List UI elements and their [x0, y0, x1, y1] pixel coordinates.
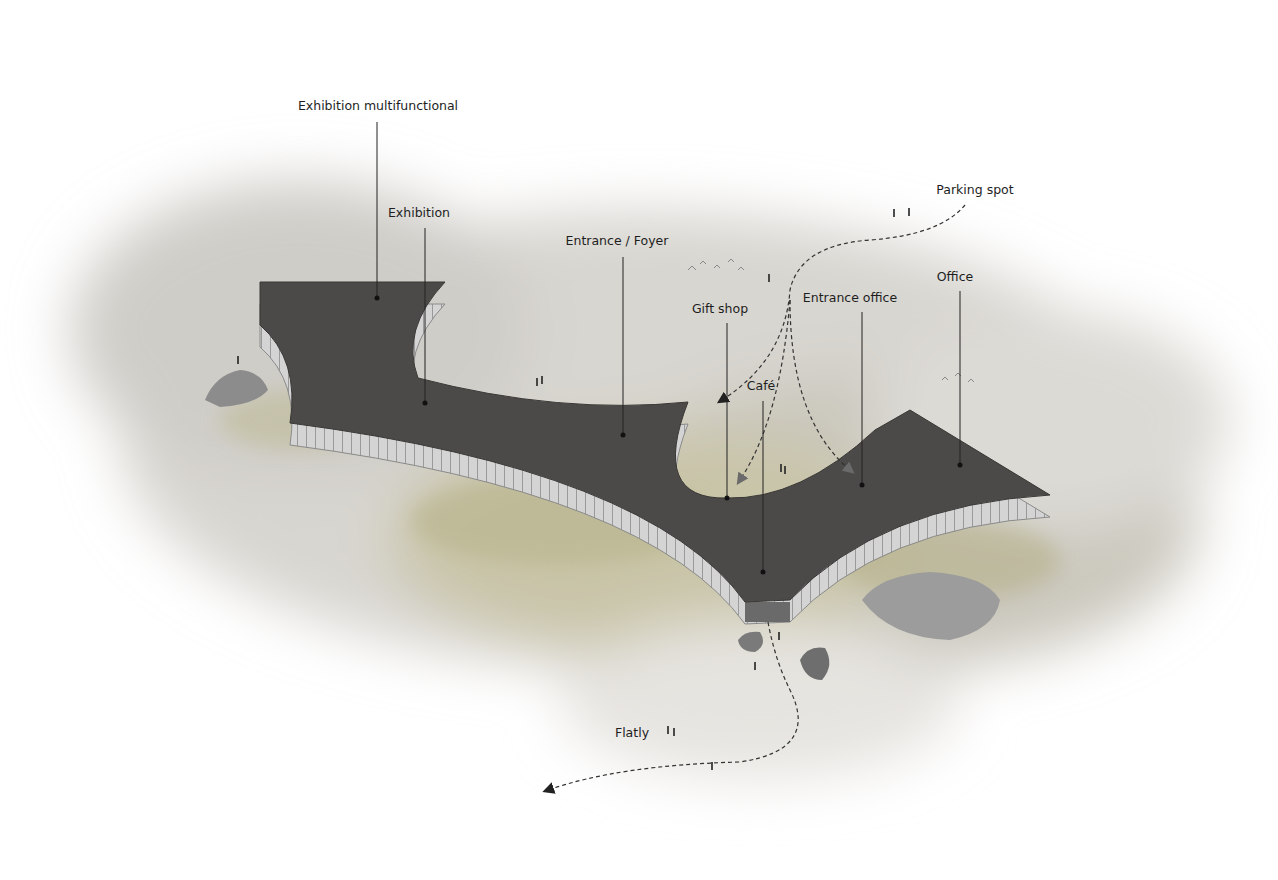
function-label: Entrance / Foyer	[564, 232, 671, 249]
function-label: Exhibition	[386, 204, 452, 221]
leader-lines	[377, 122, 960, 571]
leader-dots	[375, 296, 963, 575]
route-label: Flatly	[613, 724, 651, 741]
function-label: Gift shop	[690, 300, 750, 317]
fog	[70, 180, 1230, 780]
cafe-wall	[745, 602, 790, 622]
people	[238, 208, 909, 770]
function-label: Entrance office	[801, 289, 899, 306]
function-label: Office	[935, 268, 976, 285]
function-label: Exhibition multifunctional	[296, 97, 460, 114]
routes	[548, 205, 965, 790]
birds	[688, 259, 974, 382]
function-label: Café	[745, 377, 777, 394]
route-label: Parking spot	[934, 181, 1015, 198]
roof-slab	[260, 282, 1050, 602]
